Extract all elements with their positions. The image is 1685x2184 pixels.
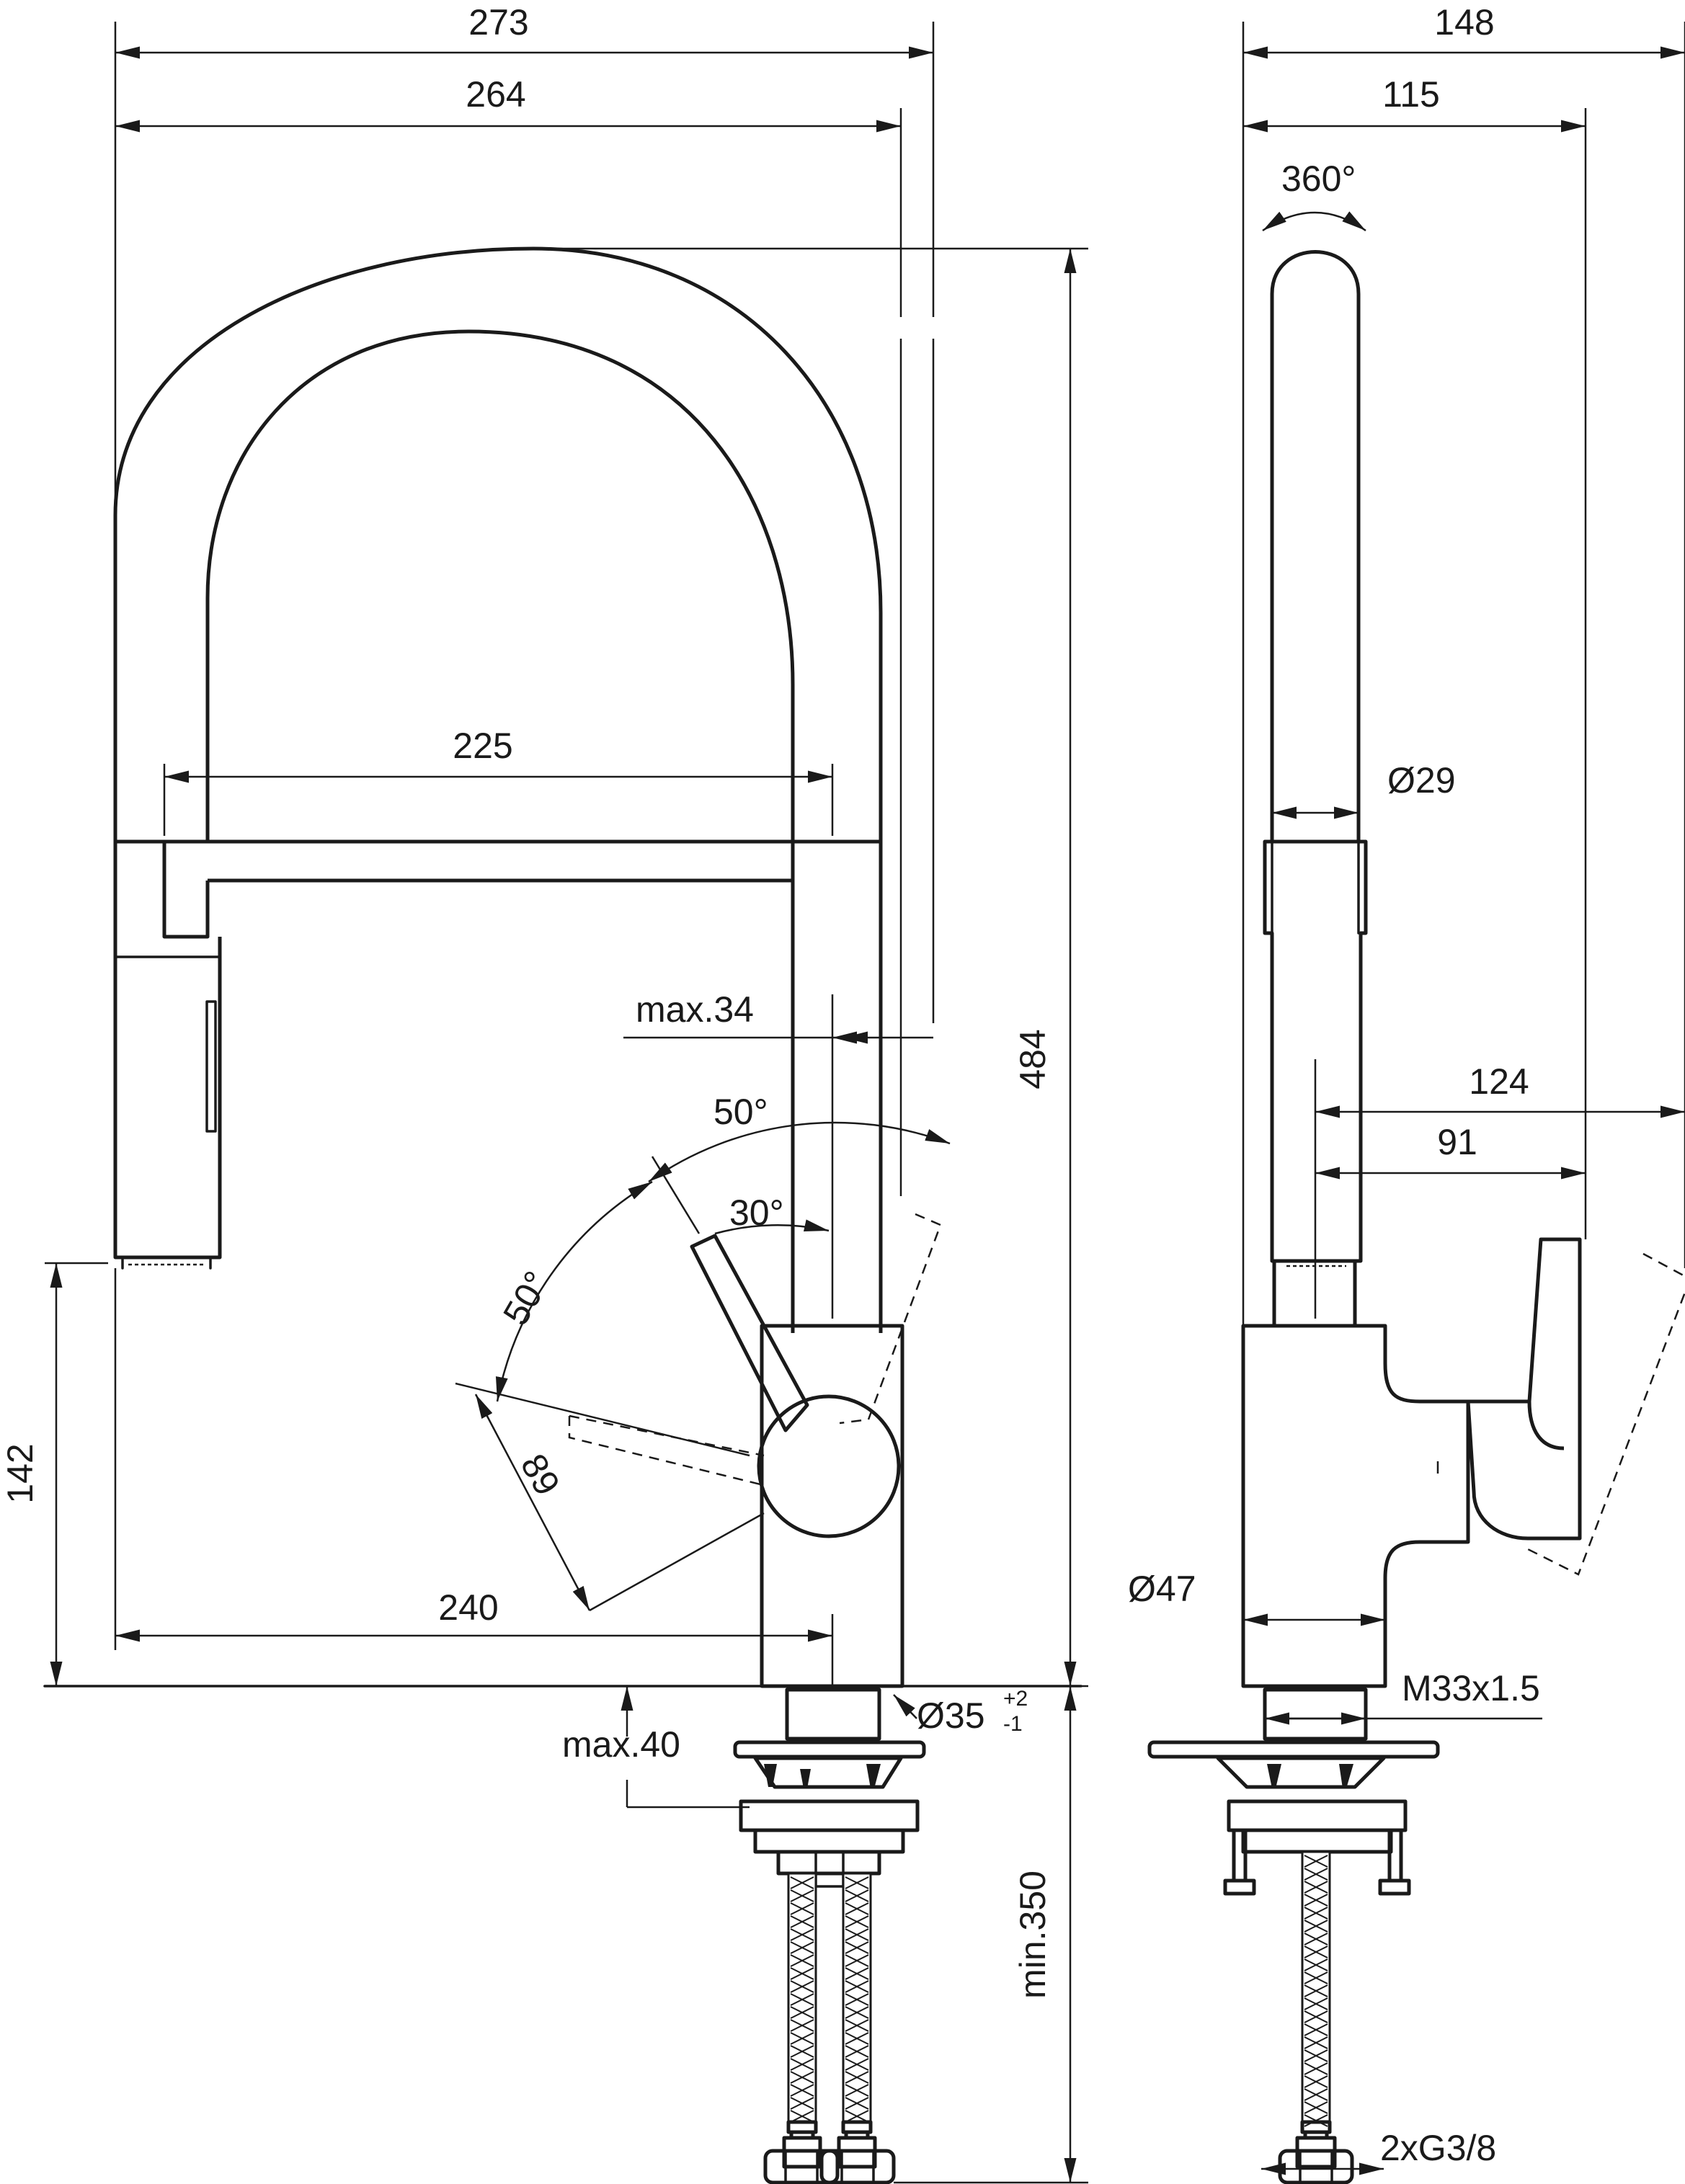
dim-counter-thickness: max.40 (562, 1724, 680, 1765)
cross-bar (115, 839, 881, 939)
lever-alt-up (839, 1213, 942, 1425)
dim-handle-depth: 91 (1437, 1122, 1477, 1162)
lever-alt-down (568, 1414, 765, 1486)
dim-spout-reach: 264 (466, 74, 525, 115)
dim-connections: 2xG3/8 (1380, 2128, 1496, 2168)
side-hose-braid (1304, 1855, 1328, 2127)
spout-arch-inner (205, 329, 795, 1333)
dim-spout-diameter: Ø29 (1387, 760, 1456, 801)
front-view: 273 264 225 max.34 484 142 240 max.40 (0, 2, 1088, 2184)
dim-hose-length: min.350 (1013, 1871, 1053, 1999)
side-handle-alt (1527, 1252, 1685, 1576)
side-handle (1466, 1237, 1582, 1541)
dim-thread: M33x1.5 (1402, 1668, 1540, 1708)
side-washer-plate (1147, 1740, 1440, 1759)
dim-hole-diameter: Ø35 (917, 1695, 985, 1736)
dim-handle-angle-open: 30° (729, 1193, 784, 1233)
washer-plate (733, 1740, 926, 1759)
dim-rotation: 360° (1281, 159, 1356, 199)
hose-braid (790, 1876, 869, 2123)
spray-head (113, 843, 222, 1260)
mounting-nut (739, 1799, 920, 1832)
dim-body-diameter: Ø47 (1128, 1569, 1196, 1609)
dim-outlet-height: 142 (0, 1443, 40, 1503)
hose-right (842, 1872, 872, 2123)
dim-handle-angle-front: 50° (495, 1265, 557, 1332)
spout-arch-outer (113, 246, 883, 1333)
side-view: 148 115 360° Ø29 124 91 Ø47 M33x1.5 2xG3… (1128, 2, 1685, 2184)
dim-base-reach: 240 (438, 1587, 498, 1628)
dim-handle-clearance: max.34 (636, 989, 754, 1030)
side-body (1241, 1324, 1470, 1688)
dim-spout-depth: 115 (1382, 74, 1440, 115)
hose-fittings (763, 2120, 896, 2184)
dim-lever-length: 89 (513, 1447, 568, 1502)
dim-overall-depth: 148 (1434, 2, 1494, 43)
dim-hole-tol-minus: -1 (1003, 1712, 1023, 1736)
side-spray-head (1263, 839, 1368, 1263)
dim-handle-angle-back: 50° (713, 1092, 768, 1132)
spray-button (205, 1000, 217, 1133)
lever-hub (757, 1394, 901, 1538)
dim-arch-inner-width: 225 (453, 726, 512, 766)
side-spout (1270, 250, 1361, 842)
lever-handle (690, 1234, 809, 1432)
dim-overall-width: 273 (468, 2, 528, 43)
dim-hole-tol-plus: +2 (1003, 1687, 1028, 1711)
dim-overall-height: 484 (1013, 1029, 1053, 1089)
dim-handle-depth-max: 124 (1469, 1061, 1529, 1102)
